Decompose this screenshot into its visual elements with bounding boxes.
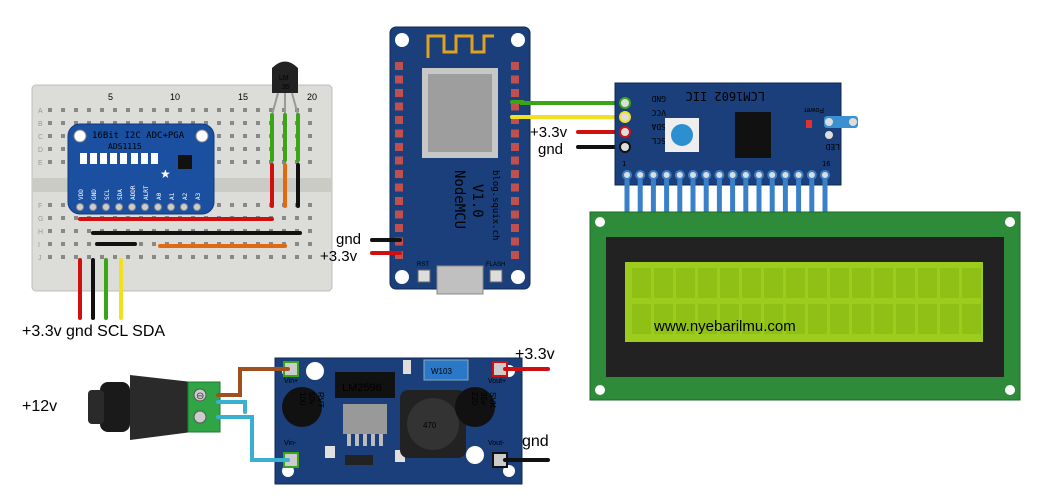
svg-text:⊖: ⊖	[196, 391, 204, 402]
ads-pin-label: A3	[195, 192, 202, 200]
ads-pin-label: SCL	[104, 189, 111, 200]
ads-pin-label: A0	[156, 192, 163, 200]
power-label: Power	[803, 106, 824, 113]
svg-text:A1: A1	[169, 192, 176, 200]
lcd-16x2: www.nyebarilmu.com	[589, 211, 1021, 401]
buck-out-gnd-label: gnd	[522, 433, 549, 450]
lcd-i2c-pin: VCC	[651, 108, 666, 117]
chip-label: LM2596	[342, 382, 382, 394]
ads-pin-label: VDD	[78, 189, 85, 200]
pot-label: W103	[431, 367, 452, 376]
svg-text:SDA: SDA	[117, 189, 124, 200]
buck-converter: Vin+ Vin- Vout+ Vout- 100 50v RVT LM2596…	[274, 357, 523, 485]
bb-row-label: H	[38, 229, 43, 236]
bb-row-label: A	[38, 108, 43, 115]
bb-col-label: 10	[170, 92, 180, 102]
ads-bottom-label: +3.3v gnd SCL SDA	[22, 323, 165, 340]
vout-plus-label: Vout+	[488, 378, 506, 385]
ads-pin-label: GND	[91, 189, 98, 200]
svg-text:SCL: SCL	[104, 189, 111, 200]
svg-text:50v: 50v	[307, 392, 316, 405]
svg-text:ALRT: ALRT	[143, 185, 150, 200]
ads-pin-label: A1	[169, 192, 176, 200]
svg-text:GND: GND	[91, 189, 98, 200]
inductor-label: 470	[423, 421, 437, 430]
nodemcu-version: V1.0	[469, 184, 485, 218]
nodemcu-url: blog.squix.ch	[490, 170, 500, 240]
ads-title: 16Bit I2C ADC+PGA	[92, 131, 185, 141]
svg-text:RVT: RVT	[316, 392, 325, 408]
lcd-i2c-title: LCM1602 IIC	[686, 89, 765, 103]
svg-text:SVK: SVK	[488, 392, 497, 409]
vin-minus-label: Vin-	[284, 440, 297, 447]
nodemcu-name: NodeMCU	[451, 170, 467, 229]
lcd-i2c-pin: SCL	[651, 136, 666, 145]
ads1115-board: 16Bit I2C ADC+PGA ADS1115 ★ VDD GND SCL SDA…	[67, 123, 215, 215]
buck-out-3v3-label: +3.3v	[515, 346, 555, 363]
bb-row-label: J	[38, 255, 42, 262]
flash-label: FLASH	[486, 262, 505, 268]
lcd-3v3-label: +3.3v	[530, 124, 568, 141]
bb-row-label: I	[38, 242, 40, 249]
cap-left-label: 100	[298, 392, 307, 406]
ads-pin-label: A2	[182, 192, 189, 200]
lcd-watermark: www.nyebarilmu.com	[653, 318, 796, 335]
vin-plus-label: Vin+	[284, 378, 298, 385]
dc-jack: ⊖	[88, 375, 221, 440]
svg-text:A0: A0	[156, 192, 163, 200]
svg-text:A3: A3	[195, 192, 202, 200]
bb-row-label: G	[38, 216, 43, 223]
lcd-gnd-label: gnd	[538, 141, 563, 158]
ads-pin-label: SDA	[117, 189, 124, 200]
cap-right-label: 220	[470, 392, 479, 406]
ads-pin-label: ALRT	[143, 185, 150, 200]
breadboard-wires	[78, 113, 302, 320]
bb-row-label: C	[38, 134, 43, 141]
supply-label: +12v	[22, 398, 57, 415]
bb-col-label: 20	[307, 92, 317, 102]
bb-col-label: 5	[108, 92, 113, 102]
pin1-label: 1	[622, 160, 626, 168]
svg-text:VDD: VDD	[78, 189, 85, 200]
svg-text:A2: A2	[182, 192, 189, 200]
ads-model: ADS1115	[108, 142, 142, 151]
svg-text:★: ★	[160, 167, 171, 181]
nodemcu-3v3-label: +3.3v	[320, 248, 358, 265]
lm35-sensor: LM 35	[271, 61, 299, 116]
vout-minus-label: Vout-	[488, 440, 505, 447]
bb-row-label: E	[38, 160, 43, 167]
pin16-label: 16	[822, 160, 830, 168]
bb-row-label: D	[38, 147, 43, 154]
lcd-i2c-pin: SDA	[651, 122, 666, 131]
bb-col-label: 15	[238, 92, 248, 102]
nodemcu-board: NodeMCU V1.0 blog.squix.ch RST FLASH	[389, 26, 531, 295]
svg-text:35v: 35v	[479, 392, 488, 405]
lcd-i2c-module: LCM1602 IIC SCL SDA VCC GND Power LED 1 …	[614, 82, 858, 223]
bb-row-label: B	[38, 121, 43, 128]
lcd-i2c-pin: GND	[651, 94, 666, 103]
svg-text:ADDR: ADDR	[130, 185, 137, 200]
ads-pin-label: ADDR	[130, 185, 137, 200]
bb-row-label: F	[38, 203, 42, 210]
led-label: LED	[825, 142, 840, 151]
lm35-label: LM	[279, 75, 289, 82]
nodemcu-gnd-label: gnd	[336, 231, 361, 248]
rst-label: RST	[417, 262, 429, 268]
svg-text:35: 35	[282, 84, 290, 91]
